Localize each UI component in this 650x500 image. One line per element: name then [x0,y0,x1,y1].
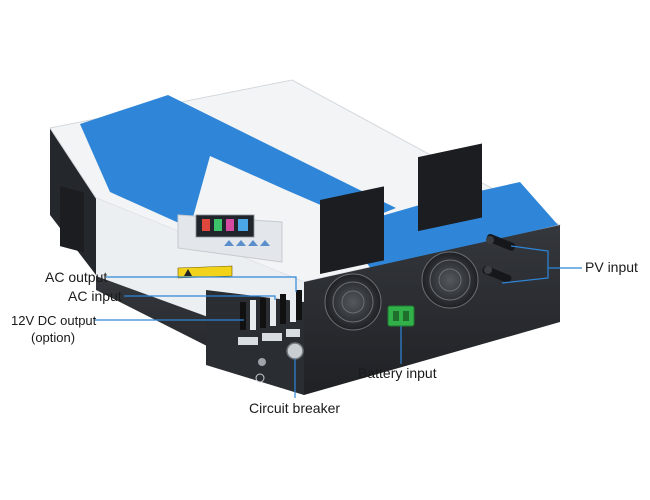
callout-line-ac-output [106,276,297,292]
cooling-fan-left [320,186,384,331]
warning-sticker [177,265,233,279]
terminal-blocks [240,290,302,330]
ground-symbol-icon [255,373,265,383]
lcd-segment-green [214,219,222,231]
lcd-segment-pink [226,219,234,231]
label-dc-output-option: (option) [31,330,75,345]
battery-screw-right [403,311,409,321]
lcd-segment-red [202,219,210,231]
callout-line-pv-top [510,245,549,268]
top-blue-stripe-right [340,182,558,270]
callout-lines [94,245,582,398]
callout-line-ac-input [124,295,276,300]
label-circuit-breaker: Circuit breaker [249,400,340,416]
right-face [304,225,560,395]
label-dc-output: 12V DC output [11,313,97,328]
label-ac-output: AC output [45,269,107,285]
lcd-segment-blue [238,219,248,231]
inverter-unit [49,79,562,395]
cooling-fan-right [418,143,482,309]
battery-screw-left [393,311,399,321]
ground-screw-icon [258,358,266,366]
side-vent [60,186,84,253]
label-pv-input: PV input [585,259,638,275]
terminal-labels [238,329,300,345]
lcd-buttons [224,240,270,246]
label-battery-input: Battery input [358,365,437,381]
warning-triangle-icon [184,269,192,276]
battery-terminal-block [387,305,415,327]
top-blue-stripe-main [80,95,396,228]
callout-line-pv-bottom [501,268,549,284]
label-ac-input: AC input [68,288,122,304]
pv-connector-icon [482,233,516,283]
circuit-breaker-knob-icon [286,342,304,360]
